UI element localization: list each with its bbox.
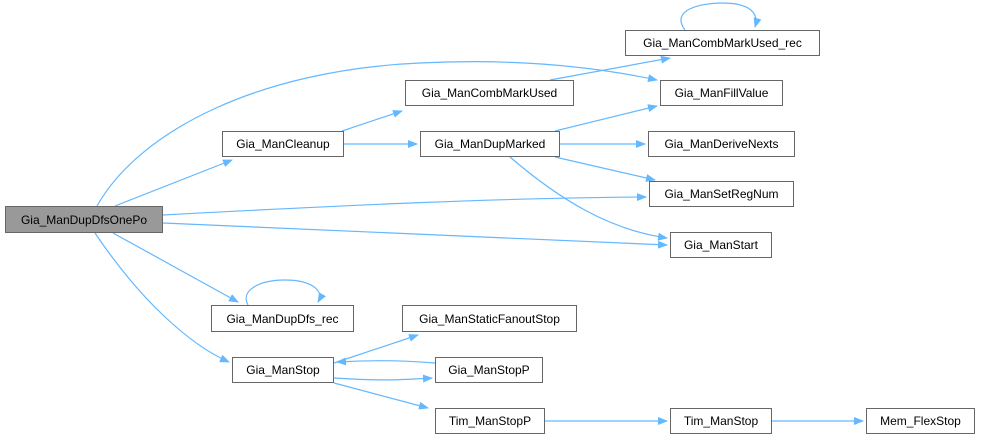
edge-dupdfsonepo-to-setregnum bbox=[162, 193, 647, 216]
edge-stop-to-stopp bbox=[333, 374, 433, 383]
edge-dupdfsonepo-to-cleanup bbox=[114, 159, 233, 207]
edge-combmarkused_rec-to-combmarkused_rec bbox=[680, 2, 762, 31]
node-gia-mancombmarkused-rec[interactable]: Gia_ManCombMarkUsed_rec bbox=[625, 30, 820, 56]
node-gia-manderivenexts[interactable]: Gia_ManDeriveNexts bbox=[648, 131, 795, 157]
node-gia-manstaticfanoutstop[interactable]: Gia_ManStaticFanoutStop bbox=[402, 305, 577, 332]
edge-dupdfsonepo-to-start bbox=[162, 222, 668, 249]
edge-stopp-to-stop bbox=[336, 357, 436, 366]
edge-dupmarked-to-setregnum bbox=[554, 156, 656, 182]
node-gia-mandupmarked[interactable]: Gia_ManDupMarked bbox=[420, 131, 560, 157]
edge-dupdfsonepo-to-stop bbox=[94, 232, 230, 363]
edge-dupdfsonepo-to-fillvalue bbox=[96, 61, 658, 207]
edge-dupdfs_rec-to-dupdfs_rec bbox=[245, 279, 326, 306]
edge-combmarkused-to-combmarkused_rec bbox=[549, 55, 671, 81]
edge-dupmarked-to-fillvalue bbox=[554, 104, 658, 132]
node-gia-mancombmarkused[interactable]: Gia_ManCombMarkUsed bbox=[405, 80, 574, 106]
edge-stop-to-staticfanoutstop bbox=[333, 334, 419, 364]
node-tim-manstopp[interactable]: Tim_ManStopP bbox=[435, 408, 545, 434]
node-tim-manstop[interactable]: Tim_ManStop bbox=[670, 408, 772, 434]
edge-cleanup-to-combmarkused bbox=[341, 110, 403, 132]
node-gia-mansetregnum[interactable]: Gia_ManSetRegNum bbox=[649, 181, 794, 207]
node-gia-manstart[interactable]: Gia_ManStart bbox=[670, 232, 772, 258]
node-gia-mancleanup[interactable]: Gia_ManCleanup bbox=[222, 131, 344, 157]
node-gia-manstopp[interactable]: Gia_ManStopP bbox=[435, 357, 543, 383]
node-gia-manfillvalue[interactable]: Gia_ManFillValue bbox=[660, 80, 783, 106]
node-gia-manstop[interactable]: Gia_ManStop bbox=[232, 357, 334, 383]
node-gia-mandupdfsonepo: Gia_ManDupDfsOnePo bbox=[5, 206, 163, 233]
edge-dupmarked-to-start bbox=[509, 156, 668, 241]
node-gia-mandupdfs-rec[interactable]: Gia_ManDupDfs_rec bbox=[211, 305, 354, 332]
edge-stop-to-tim_stopp bbox=[333, 382, 429, 410]
node-mem-flexstop[interactable]: Mem_FlexStop bbox=[866, 408, 975, 434]
edge-dupdfsonepo-to-dupdfs_rec bbox=[112, 232, 239, 303]
